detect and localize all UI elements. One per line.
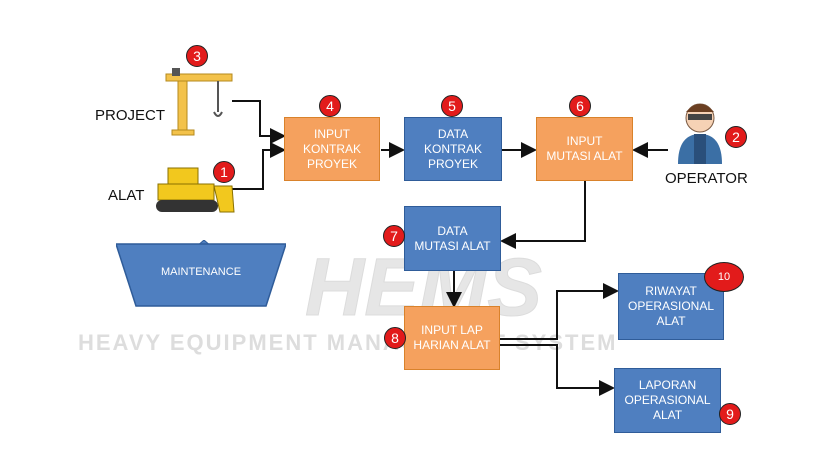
badge-8: 8 [384,327,406,349]
maintenance-label: MAINTENANCE [160,266,242,278]
badge-10: 10 [704,262,744,292]
arrow-input-lap-to-riwayat [500,283,619,340]
arrow-project-to-input-kontrak [232,100,286,144]
project-label: PROJECT [95,107,166,124]
badge-6: 6 [569,95,591,117]
badge-3: 3 [186,45,208,67]
maintenance-block [116,240,286,307]
watermark-tagline: HEAVY EQUIPMENT MANAGEMENT SYSTEM [78,330,617,355]
badge-1: 1 [213,161,235,183]
operator-label: OPERATOR [665,170,748,187]
operator-icon [678,103,722,164]
arrow-input-mutasi-to-data-mutasi [500,181,586,249]
badge-4: 4 [319,95,341,117]
badge-2: 2 [725,126,747,148]
arrow-input-lap-to-laporan [500,344,615,396]
badge-9: 9 [719,403,741,425]
alat-label: ALAT [108,187,145,204]
arrow-alat-to-input-kontrak [232,142,286,190]
bulldozer-icon [156,167,235,213]
tower-crane-icon [165,68,233,136]
badge-5: 5 [441,95,463,117]
badge-7: 7 [383,225,405,247]
